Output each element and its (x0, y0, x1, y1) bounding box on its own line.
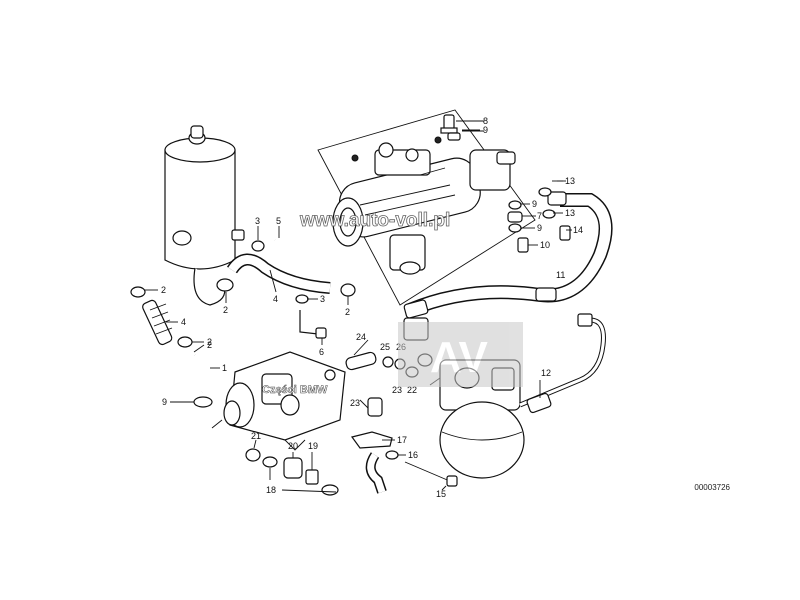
callout-23: 23 (350, 398, 360, 408)
callout-17: 17 (397, 435, 407, 445)
callout-3: 3 (320, 294, 325, 304)
callout-4: 4 (273, 294, 278, 304)
callout-25: 25 (380, 342, 390, 352)
callout-9: 9 (537, 223, 542, 233)
clamps-3 (251, 240, 327, 339)
pipe-12 (519, 313, 606, 414)
callout-15: 15 (436, 489, 446, 499)
callout-5: 5 (276, 216, 281, 226)
watermark-logo-text: AV (430, 333, 489, 382)
bolt-8-9 (440, 114, 484, 141)
callout-10: 10 (540, 240, 550, 250)
callout-21: 21 (251, 431, 261, 441)
callout-1: 1 (222, 363, 227, 373)
callout-22: 22 (407, 385, 417, 395)
fittings-13-14 (538, 180, 571, 241)
steering-gearbox (317, 109, 536, 306)
pipe-4-left (130, 286, 193, 348)
callout-13: 13 (565, 208, 575, 218)
fluid-reservoir (164, 125, 245, 306)
mounting-hardware (245, 448, 339, 496)
watermark-secondary: Części BMW (262, 384, 328, 396)
callout-9: 9 (532, 199, 537, 209)
pressure-hose-11 (403, 191, 613, 319)
callout-6: 6 (319, 347, 324, 357)
callout-2-lower: 2 (207, 340, 212, 350)
bolt-15 (404, 461, 458, 487)
callout-4: 4 (181, 317, 186, 327)
callout-2: 2 (223, 305, 228, 315)
watermark-logo: AV (398, 322, 523, 387)
callout-14: 14 (573, 225, 583, 235)
callout-20: 20 (288, 441, 298, 451)
callout-24: 24 (356, 332, 366, 342)
callout-23: 23 (392, 385, 402, 395)
suction-hose-4 (216, 253, 356, 297)
callouts: 8 9 13 13 9 7 14 9 10 11 3 5 2 2 4 3 2 4 (144, 116, 583, 499)
callout-7: 7 (537, 211, 542, 221)
drawing-number: 00003726 (694, 483, 730, 492)
watermark-url: www.auto-voll.pl (299, 210, 450, 231)
callout-9: 9 (162, 397, 167, 407)
callout-18: 18 (266, 485, 276, 495)
power-steering-pump (211, 351, 346, 451)
callout-16: 16 (408, 450, 418, 460)
callout-11: 11 (556, 270, 565, 280)
elbow-1 (192, 352, 213, 408)
callout-19: 19 (308, 441, 318, 451)
callout-2: 2 (207, 337, 212, 347)
fittings-7-9-10 (507, 200, 529, 253)
callout-12: 12 (541, 368, 551, 378)
callout-3: 3 (255, 216, 260, 226)
callout-8: 8 (483, 116, 488, 126)
callout-2: 2 (161, 285, 166, 295)
callout-2: 2 (345, 307, 350, 317)
bracket-17 (350, 431, 399, 494)
callout-13: 13 (565, 176, 575, 186)
callout-9: 9 (483, 125, 488, 135)
